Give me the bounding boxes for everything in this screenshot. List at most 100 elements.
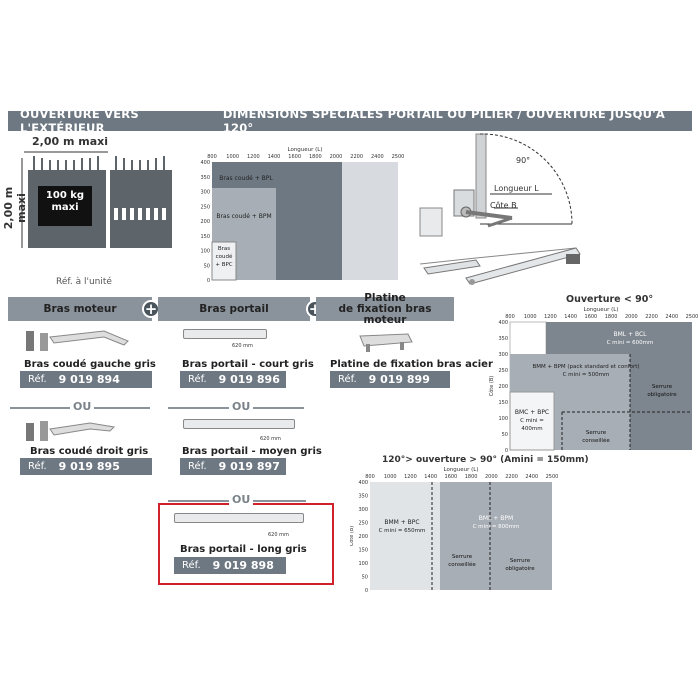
header-left: OUVERTURE VERS L'EXTÉRIEUR xyxy=(20,107,139,135)
x-tick-label: 1200 xyxy=(247,154,260,160)
gate-illustration xyxy=(21,151,172,248)
chart2-title: Ouverture < 90° xyxy=(566,294,654,305)
y-tick-label: 400 xyxy=(358,480,368,486)
zone-label: Bras xyxy=(218,246,230,252)
opening-diagram xyxy=(419,133,581,285)
diagram-angle-label: 90° xyxy=(516,156,531,165)
zone-label: C mini = 600mm xyxy=(607,340,654,346)
header-right: DIMENSIONS SPÉCIALES PORTAIL OU PILIER /… xyxy=(222,107,665,135)
y-tick-label: 250 xyxy=(498,368,508,374)
zone-label: + BPC xyxy=(215,262,232,268)
zone-label: conseillée xyxy=(582,437,610,444)
x-tick-label: 1400 xyxy=(424,474,437,480)
y-tick-label: 250 xyxy=(358,521,368,527)
x-tick-label: 1200 xyxy=(544,314,557,320)
gate-weight-label: 100 kg maxi xyxy=(38,190,92,214)
or-label: OU xyxy=(229,493,254,506)
y-tick-label: 100 xyxy=(498,416,508,422)
y-tick-label: 300 xyxy=(358,507,368,513)
x-tick-label: 2400 xyxy=(371,154,384,160)
ref-prefix: Réf. xyxy=(338,374,357,385)
elbow-arm-right-image xyxy=(26,421,116,441)
group-gate-arm: Bras portail xyxy=(158,297,310,321)
y-tick-label: 50 xyxy=(362,575,368,581)
diagram-side-label: Côte B xyxy=(490,201,517,210)
zone-label: obligatoire xyxy=(505,566,535,572)
x-tick-label: 2400 xyxy=(665,314,678,320)
x-tick-label: 2200 xyxy=(645,314,658,320)
y-tick-label: 400 xyxy=(498,320,508,326)
x-tick-label: 1200 xyxy=(404,474,417,480)
y-tick-label: 250 xyxy=(200,204,210,210)
header-bar: OUVERTURE VERS L'EXTÉRIEUR DIMENSIONS SP… xyxy=(8,107,692,135)
y-tick-label: 350 xyxy=(498,336,508,342)
ref-prefix: Réf. xyxy=(28,374,47,385)
or-label: OU xyxy=(229,400,254,413)
zone-label: BMC + BPC xyxy=(515,409,549,416)
x-tick-label: 1400 xyxy=(268,154,281,160)
x-tick-label: 1000 xyxy=(384,474,397,480)
y-tick-label: 150 xyxy=(498,400,508,406)
x-tick-label: 1600 xyxy=(288,154,301,160)
x-tick-label: 1800 xyxy=(605,314,618,320)
zone-label: C mini = 650mm xyxy=(379,528,426,534)
x-tick-label: 2500 xyxy=(546,474,559,480)
zone-label: coudé xyxy=(216,253,233,260)
dimension-label: 620 mm xyxy=(260,436,281,442)
group-motor-arm: Bras moteur xyxy=(8,297,152,321)
y-tick-label: 0 xyxy=(505,448,508,454)
product-title: Bras portail - moyen gris xyxy=(182,446,322,457)
x-axis-label: Longueur (L) xyxy=(443,467,478,473)
y-tick-label: 50 xyxy=(204,263,210,269)
y-tick-label: 400 xyxy=(200,160,210,166)
y-tick-label: 200 xyxy=(358,534,368,540)
zone-label: BML + BCL xyxy=(613,331,647,338)
group-plate-line1: Platine xyxy=(364,291,406,304)
x-axis-label: Longueur (L) xyxy=(287,147,322,153)
product-ref-bar: Réf. 9 019 899 xyxy=(330,371,450,388)
zone-label: Serrure xyxy=(586,430,607,436)
product-ref-bar: Réf. 9 019 898 xyxy=(174,557,286,574)
x-axis-label: Longueur (L) xyxy=(583,307,618,313)
x-tick-label: 1600 xyxy=(585,314,598,320)
plus-icon: + xyxy=(142,300,160,318)
y-tick-label: 100 xyxy=(200,249,210,255)
gate-weight-line1: 100 kg xyxy=(45,190,85,201)
gate-arm-medium-image xyxy=(183,419,295,429)
product-ref-bar: Réf. 9 019 895 xyxy=(20,458,152,475)
x-tick-label: 2200 xyxy=(505,474,518,480)
zone-label: Serrure xyxy=(652,384,673,390)
ref-prefix: Réf. xyxy=(182,560,201,571)
product-ref: 9 019 894 xyxy=(58,373,120,386)
group-plate: Platine de fixation bras moteur xyxy=(316,292,454,325)
x-tick-label: 2200 xyxy=(350,154,363,160)
product-ref: 9 019 895 xyxy=(58,460,120,473)
group-motor-arm-label: Bras moteur xyxy=(43,302,117,315)
zone-label: C mini = 500mm xyxy=(563,372,610,378)
x-tick-label: 800 xyxy=(365,474,375,480)
zone-label: BMM + BPC xyxy=(384,519,419,526)
ref-prefix: Réf. xyxy=(188,374,207,385)
gate-weight-line2: maxi xyxy=(51,202,79,213)
product-title: Bras coudé droit gris xyxy=(30,446,149,457)
y-tick-label: 0 xyxy=(365,588,368,594)
y-tick-label: 150 xyxy=(358,548,368,554)
x-tick-label: 800 xyxy=(505,314,515,320)
zone-label: 400mm xyxy=(521,426,542,432)
dimension-label: 620 mm xyxy=(232,343,253,349)
x-tick-label: 1800 xyxy=(309,154,322,160)
y-tick-label: 200 xyxy=(498,384,508,390)
product-ref-bar: Réf. 9 019 894 xyxy=(20,371,152,388)
y-tick-label: 50 xyxy=(502,432,508,438)
zone-bpc xyxy=(211,241,237,281)
zone-label: C mini = 800mm xyxy=(473,524,520,530)
chart3-title: 120°> ouverture > 90° (Amini = 150mm) xyxy=(382,455,589,465)
or-label: OU xyxy=(70,400,95,413)
x-tick-label: 1600 xyxy=(445,474,458,480)
y-tick-label: 150 xyxy=(200,234,210,240)
zone-label: obligatoire xyxy=(647,392,677,398)
gate-arm-short-image xyxy=(183,329,267,339)
